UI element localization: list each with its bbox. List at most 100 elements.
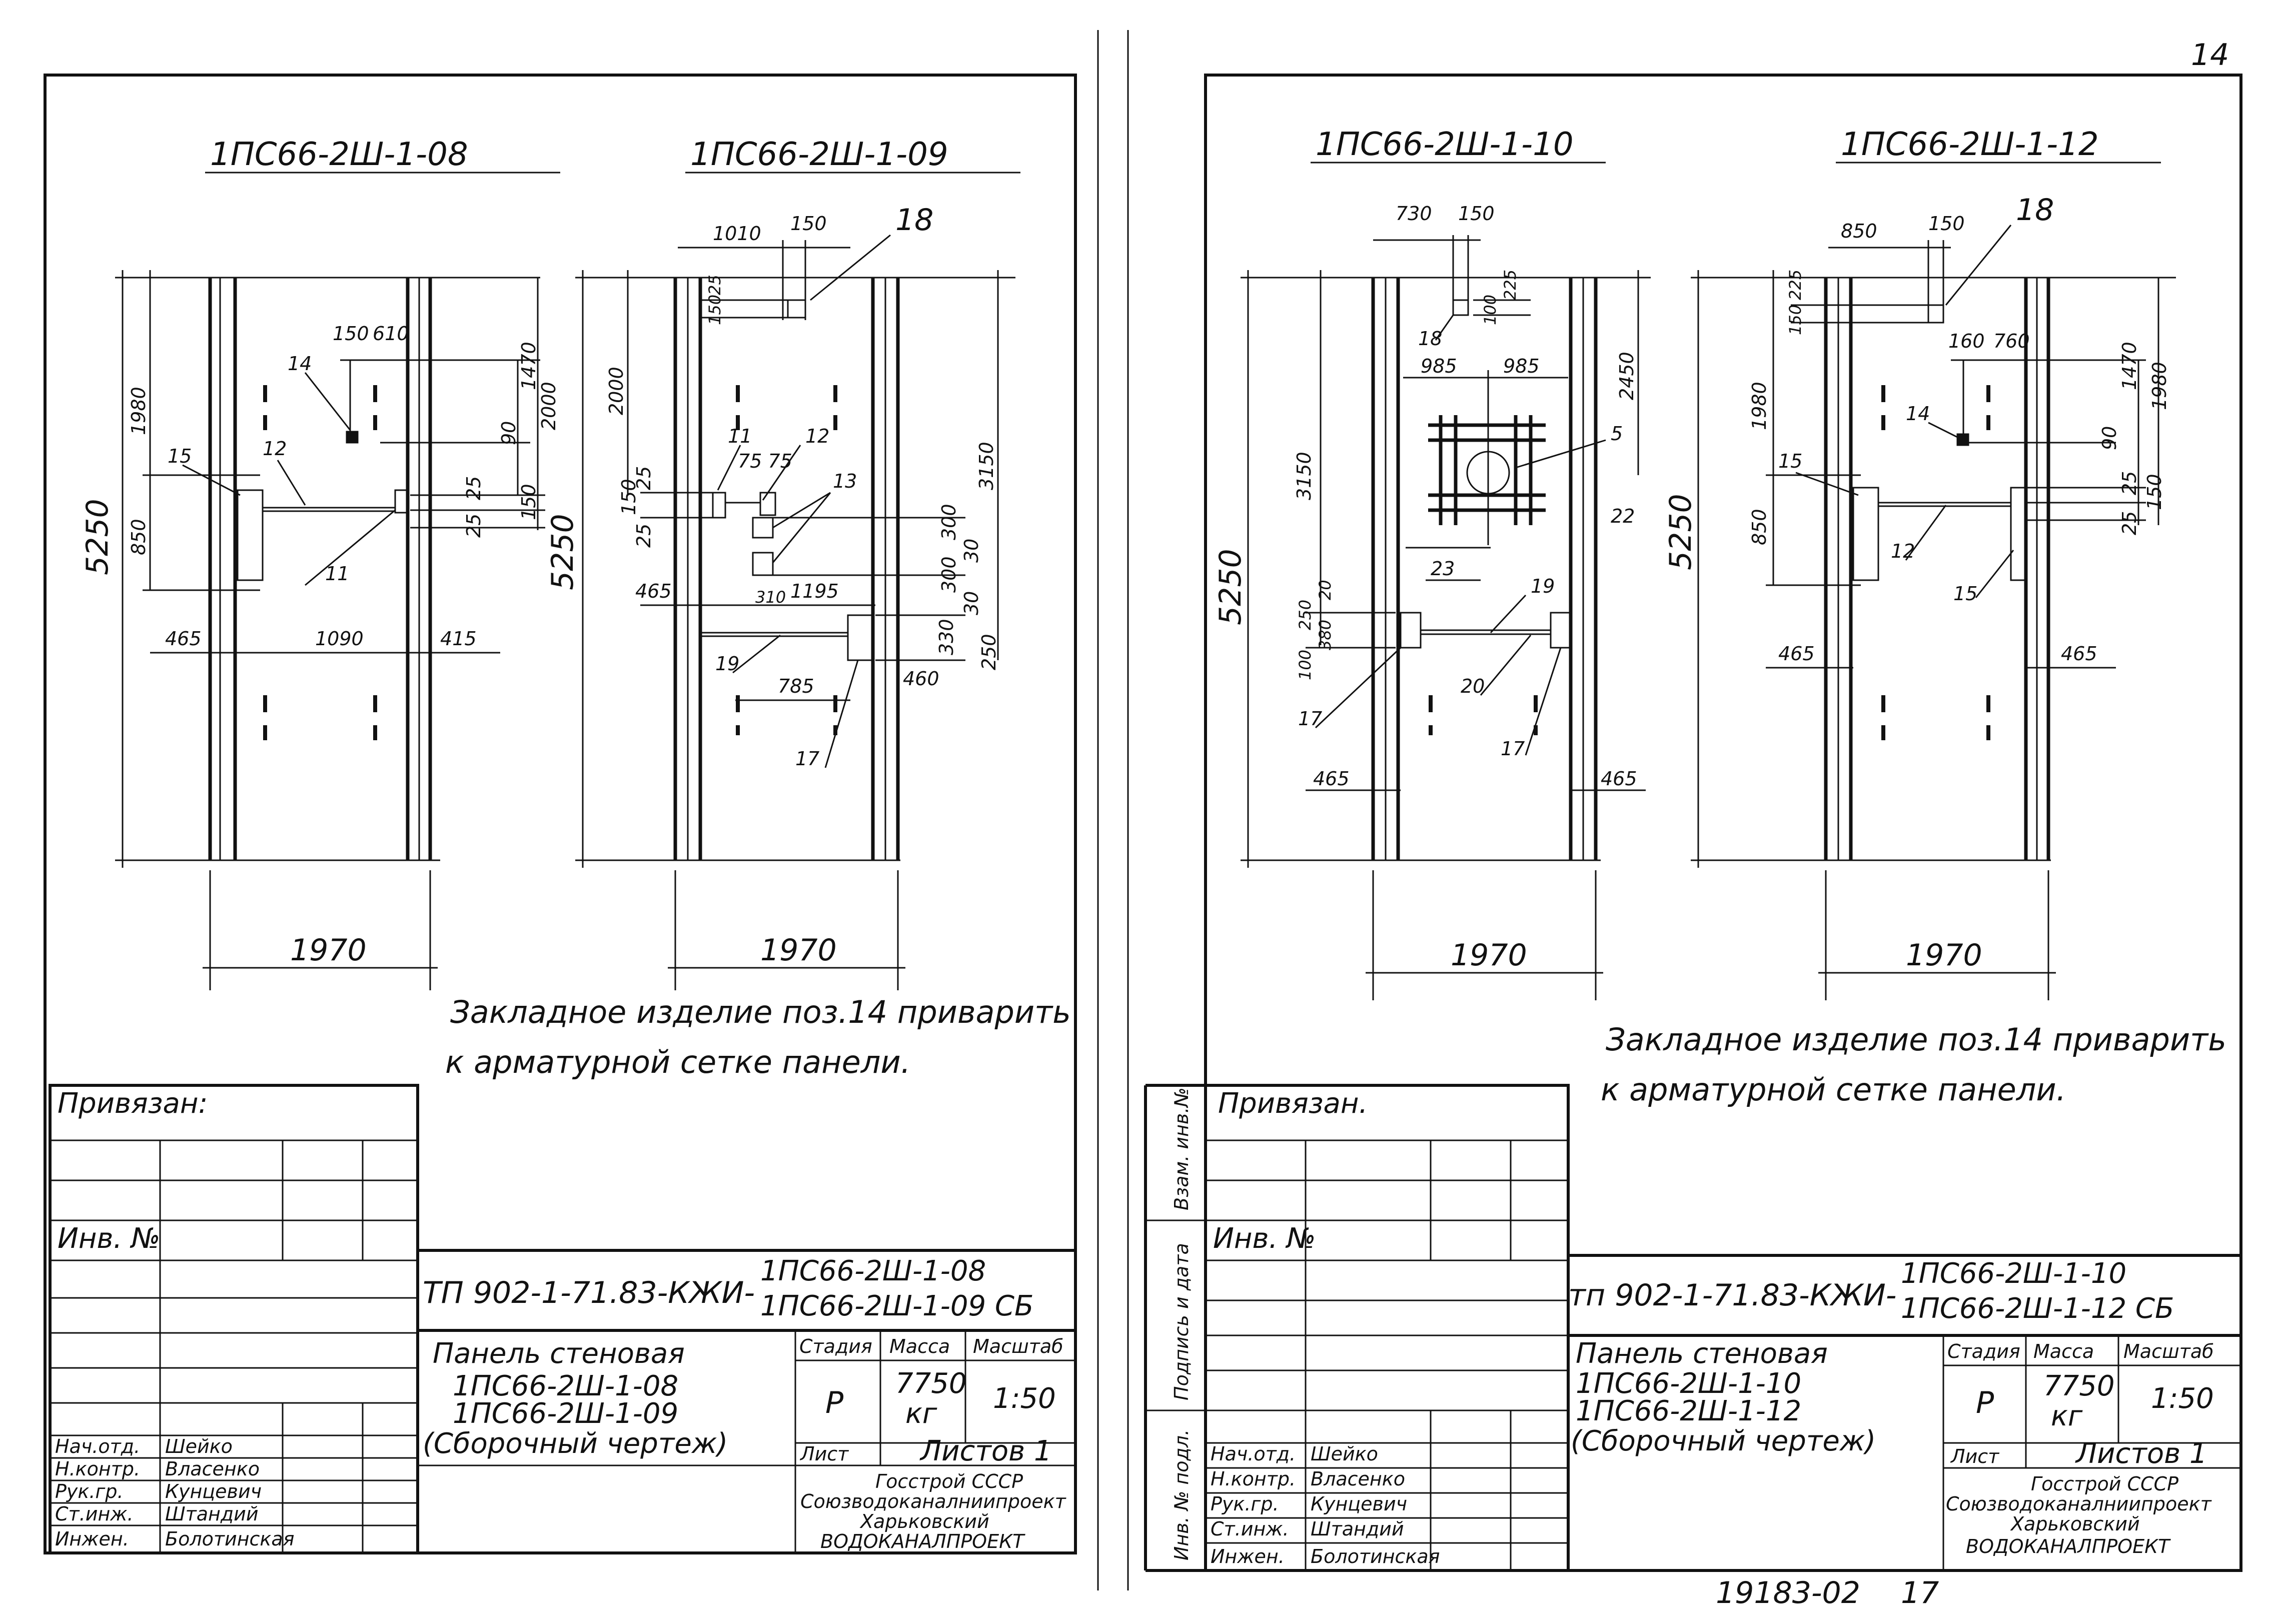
svg-text:Масса: Масса	[2033, 1340, 2094, 1362]
svg-text:Госстрой СССР: Госстрой СССР	[875, 1470, 1023, 1492]
svg-text:Шейко: Шейко	[165, 1435, 233, 1457]
svg-text:1ПС66-2Ш-1-12: 1ПС66-2Ш-1-12	[1576, 1395, 1801, 1427]
svg-text:1090: 1090	[315, 628, 364, 650]
svg-text:20: 20	[1316, 580, 1335, 600]
svg-text:Рук.гр.: Рук.гр.	[55, 1480, 124, 1502]
svg-text:225: 225	[1786, 270, 1805, 300]
svg-text:7750: 7750	[2043, 1370, 2115, 1402]
svg-text:13: 13	[833, 470, 857, 492]
svg-text:Госстрой СССР: Госстрой СССР	[2031, 1473, 2178, 1495]
svg-text:300: 300	[938, 556, 960, 593]
svg-text:985: 985	[1503, 355, 1540, 377]
svg-text:15: 15	[1778, 450, 1802, 472]
svg-text:330: 330	[935, 619, 957, 655]
svg-text:90: 90	[2098, 426, 2120, 450]
svg-text:25: 25	[633, 524, 655, 548]
svg-text:Н.контр.: Н.контр.	[55, 1458, 140, 1480]
svg-text:985: 985	[1421, 355, 1457, 377]
svg-text:730: 730	[1396, 203, 1432, 225]
svg-text:460: 460	[903, 668, 939, 690]
archive-page: 17	[1901, 1575, 1939, 1610]
svg-text:Масштаб: Масштаб	[973, 1335, 1063, 1357]
svg-text:310: 310	[755, 588, 786, 607]
svg-text:11: 11	[728, 425, 752, 447]
svg-text:150: 150	[1458, 203, 1495, 225]
svg-text:850: 850	[1841, 220, 1877, 242]
svg-text:Подпись и дата: Подпись и дата	[1171, 1243, 1193, 1400]
svg-text:18: 18	[1418, 328, 1442, 350]
svg-text:5250: 5250	[1213, 549, 1248, 625]
svg-text:12: 12	[263, 438, 287, 460]
svg-text:5250: 5250	[545, 514, 580, 590]
svg-text:Масштаб: Масштаб	[2123, 1340, 2214, 1362]
svg-text:Власенко: Власенко	[1311, 1468, 1405, 1490]
svg-text:415: 415	[440, 628, 477, 650]
svg-text:465: 465	[1778, 643, 1815, 665]
svg-text:Штандий: Штандий	[165, 1503, 259, 1525]
svg-text:Р: Р	[1976, 1385, 1994, 1420]
svg-text:2450: 2450	[1616, 352, 1638, 400]
svg-text:Инжен.: Инжен.	[1211, 1545, 1285, 1567]
svg-text:7750: 7750	[895, 1367, 967, 1400]
svg-text:14: 14	[288, 353, 312, 375]
svg-text:25: 25	[463, 514, 485, 538]
svg-text:250: 250	[978, 634, 1000, 670]
svg-text:Союзводоканалниипроект: Союзводоканалниипроект	[800, 1490, 1067, 1512]
svg-text:75 75: 75 75	[738, 450, 792, 472]
svg-text:17: 17	[795, 748, 819, 770]
svg-text:Ст.инж.: Ст.инж.	[55, 1503, 134, 1525]
svg-text:22: 22	[1611, 505, 1635, 527]
svg-text:(Сборочный чертеж): (Сборочный чертеж)	[1571, 1425, 1876, 1457]
svg-text:14: 14	[1906, 403, 1930, 425]
svg-text:Привязан:: Привязан:	[58, 1087, 208, 1120]
svg-text:Харьковский: Харьковский	[2010, 1513, 2140, 1535]
svg-text:1980: 1980	[128, 387, 150, 435]
svg-text:25: 25	[463, 476, 485, 500]
svg-text:3150: 3150	[975, 442, 997, 490]
svg-text:тп 902-1-71.83-КЖИ-: тп 902-1-71.83-КЖИ-	[1568, 1278, 1896, 1313]
svg-text:18: 18	[2016, 193, 2054, 228]
svg-text:250: 250	[1296, 600, 1315, 630]
svg-text:19: 19	[1531, 575, 1555, 597]
right-note-1: Закладное изделие поз.14 приварить	[1606, 1021, 2226, 1058]
svg-text:Ст.инж.: Ст.инж.	[1211, 1518, 1289, 1540]
svg-text:17: 17	[1298, 708, 1322, 730]
svg-text:150: 150	[2143, 474, 2165, 510]
svg-text:Инв. №: Инв. №	[1213, 1222, 1316, 1255]
svg-text:Листов 1: Листов 1	[2075, 1437, 2207, 1470]
svg-text:ВОДОКАНАЛПРОЕКТ: ВОДОКАНАЛПРОЕКТ	[1966, 1535, 2171, 1557]
svg-text:17: 17	[1501, 738, 1525, 760]
svg-text:Стадия: Стадия	[1947, 1340, 2020, 1362]
svg-text:5250: 5250	[1663, 494, 1698, 570]
svg-text:225: 225	[1501, 270, 1520, 300]
sheet-number: 14	[2191, 38, 2229, 73]
svg-text:850: 850	[1748, 509, 1770, 545]
svg-text:150: 150	[705, 295, 724, 325]
svg-text:100: 100	[1481, 295, 1500, 325]
svg-text:1ПС66-2Ш-1-09 СБ: 1ПС66-2Ш-1-09 СБ	[760, 1290, 1033, 1322]
svg-text:1ПС66-2Ш-1-10: 1ПС66-2Ш-1-10	[1576, 1367, 1801, 1400]
right-sheet: Взам. инв.№ Подпись и дата Инв. № подл. …	[1144, 74, 2242, 1572]
right-frame	[1204, 74, 2242, 1572]
svg-text:19: 19	[715, 653, 739, 675]
svg-text:2000: 2000	[605, 367, 627, 415]
right-panel-d: 5250 1980 850 850 150 18 225 150 160 760…	[1663, 193, 2176, 1000]
svg-text:Болотинская: Болотинская	[1311, 1545, 1440, 1567]
svg-text:610: 610	[373, 323, 409, 345]
right-note-2: к арматурной сетке панели.	[1601, 1071, 2066, 1108]
svg-text:Р: Р	[825, 1385, 844, 1420]
svg-text:465: 465	[1601, 768, 1637, 790]
right-title-block: тп 902-1-71.83-КЖИ- 1ПС66-2Ш-1-10 1ПС66-…	[1568, 1254, 2241, 1570]
svg-text:30: 30	[960, 591, 982, 615]
svg-text:1ПС66-2Ш-1-08: 1ПС66-2Ш-1-08	[453, 1370, 678, 1402]
left-stamp: Привязан: Инв. № Нач.отд. Н.контр. Рук.г…	[49, 1084, 419, 1554]
archive-number: 19183-02	[1716, 1575, 1860, 1610]
svg-text:3150: 3150	[1293, 452, 1315, 500]
svg-text:1470: 1470	[2118, 342, 2140, 390]
svg-text:1470: 1470	[518, 342, 540, 390]
svg-text:25: 25	[2118, 471, 2140, 495]
svg-text:Кунцевич: Кунцевич	[165, 1480, 262, 1502]
right-title-b: 1ПС66-2Ш-1-12	[1841, 126, 2099, 163]
svg-text:Власенко: Власенко	[165, 1458, 260, 1480]
svg-text:Инв. № подл.: Инв. № подл.	[1171, 1429, 1193, 1560]
